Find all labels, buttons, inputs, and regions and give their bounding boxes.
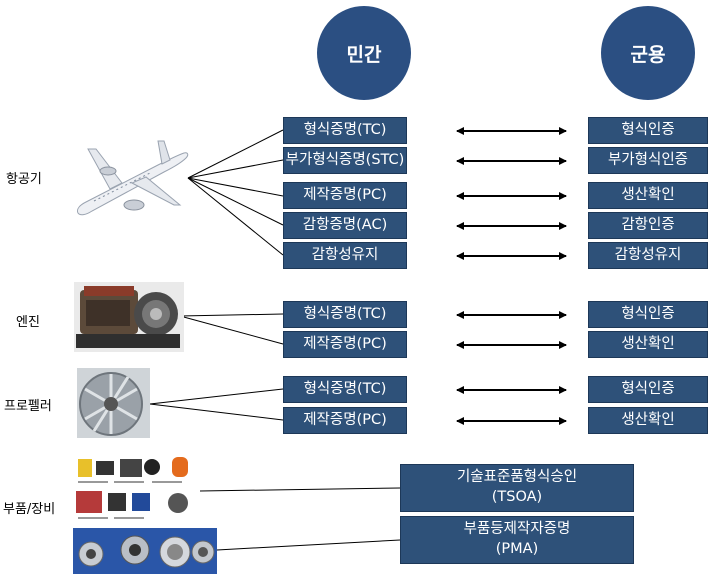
aircraft-civil-stc: 부가형식증명(STC) — [283, 147, 407, 174]
aircraft-civil-tc: 형식증명(TC) — [283, 117, 407, 144]
propeller-image — [77, 368, 150, 438]
category-engine: 엔진 — [16, 315, 40, 330]
bearings-image — [73, 528, 217, 574]
category-parts: 부품/장비 — [3, 502, 56, 517]
military-header: 군용 — [601, 6, 695, 100]
aircraft-civil-ac: 감항증명(AC) — [283, 212, 407, 239]
category-propeller: 프로펠러 — [4, 399, 52, 414]
equivalence-arrows — [456, 127, 567, 425]
propeller-civil-tc: 형식증명(TC) — [283, 376, 407, 403]
parts-catalog-image — [74, 453, 199, 525]
propeller-civil-pc: 제작증명(PC) — [283, 407, 407, 434]
propeller-military-type: 형식인증 — [588, 376, 708, 403]
parts-tsoa: 기술표준품형식승인 (TSOA) — [400, 464, 634, 512]
engine-military-production: 생산확인 — [588, 331, 708, 358]
aircraft-connectors — [187, 129, 284, 256]
pma-abbr: (PMA) — [495, 541, 539, 557]
propeller-connectors — [149, 388, 284, 421]
aircraft-civil-continued: 감항성유지 — [283, 242, 407, 269]
aircraft-military-type: 형식인증 — [588, 117, 708, 144]
aircraft-military-supplemental: 부가형식인증 — [588, 147, 708, 174]
engine-connectors — [179, 313, 284, 345]
category-aircraft: 항공기 — [6, 172, 42, 187]
pma-title: 부품등제작자증명 — [463, 521, 571, 538]
propeller-military-production: 생산확인 — [588, 407, 708, 434]
aircraft-military-airworthiness: 감항인증 — [588, 212, 708, 239]
engine-military-type: 형식인증 — [588, 301, 708, 328]
airplane-image — [77, 140, 189, 216]
aircraft-military-production: 생산확인 — [588, 182, 708, 209]
civil-header: 민간 — [317, 6, 411, 100]
tsoa-abbr: (TSOA) — [491, 489, 543, 505]
parts-connectors — [199, 487, 401, 551]
engine-image — [74, 282, 184, 352]
tsoa-title: 기술표준품형식승인 — [456, 469, 578, 486]
engine-civil-tc: 형식증명(TC) — [283, 301, 407, 328]
aircraft-military-continued: 감항성유지 — [588, 242, 708, 269]
parts-pma: 부품등제작자증명 (PMA) — [400, 516, 634, 564]
engine-civil-pc: 제작증명(PC) — [283, 331, 407, 358]
aircraft-civil-pc: 제작증명(PC) — [283, 182, 407, 209]
